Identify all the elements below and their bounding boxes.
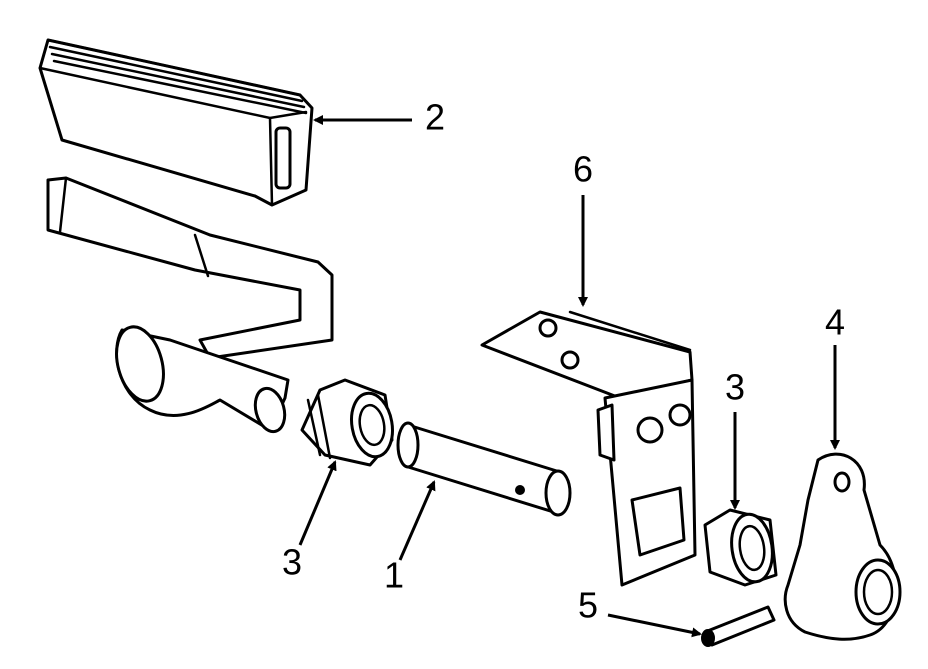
callout-3-left-label: 3 [282,542,302,583]
bushing-left [300,378,394,467]
callout-1-label: 1 [384,555,404,596]
callout-5: 5 [578,585,702,638]
callout-1: 1 [384,480,436,596]
callout-2-label: 2 [425,97,445,138]
callout-6: 6 [573,149,593,307]
callout-3-right-label: 3 [725,367,745,408]
pedal-arm [46,176,334,360]
pivot-tube [115,325,290,434]
bushing-right [703,508,778,587]
callout-2: 2 [313,97,445,138]
pivot-pin [396,421,572,517]
callout-3-right: 3 [725,367,745,510]
callout-3-left: 3 [282,460,337,583]
callout-4: 4 [825,302,845,450]
callout-5-label: 5 [578,585,598,626]
roll-pin [701,605,776,647]
lever-arm [783,452,902,641]
callout-4-label: 4 [825,302,845,343]
pedal-pad [38,38,314,207]
mounting-bracket [480,310,697,587]
callout-6-label: 6 [573,149,593,190]
